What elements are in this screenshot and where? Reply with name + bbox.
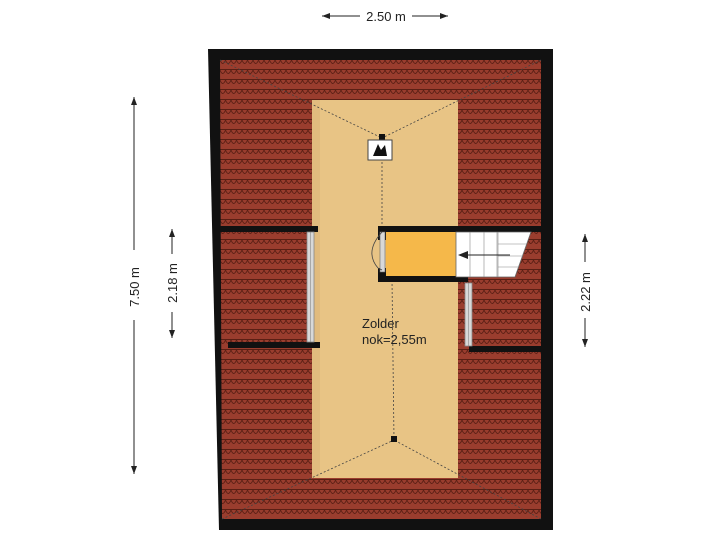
room-name: Zolder [362, 316, 400, 331]
dimension-inner-left-label: 2.18 m [165, 263, 180, 303]
left-dormer-wall-top [220, 226, 318, 232]
right-dormer-window [464, 282, 473, 347]
dimension-top-label: 2.50 m [366, 9, 406, 24]
floor-edge-left [312, 100, 320, 478]
hip-lines [219, 59, 542, 520]
landing-wall-bottom [378, 276, 468, 282]
ridge-point-bottom [391, 436, 397, 442]
landing-wall-top [378, 226, 458, 232]
stairs [455, 231, 532, 278]
fan-icon [367, 139, 393, 161]
left-dormer-window [306, 231, 315, 343]
right-dormer-wall-bottom [469, 346, 541, 352]
landing-wall-left-lower [378, 268, 386, 282]
arrow-left-icon [458, 251, 510, 259]
dimension-left-label: 7.50 m [127, 267, 142, 307]
ridge-point-top [379, 134, 385, 140]
room-ridge-height: nok=2,55m [362, 332, 427, 347]
dimension-top: 2.50 m [322, 9, 448, 24]
dimension-right: 2.22 m [578, 234, 593, 347]
right-dormer-wall-top [456, 226, 541, 232]
dimension-right-label: 2.22 m [578, 272, 593, 312]
dimension-left: 7.50 m [127, 97, 142, 474]
dimension-inner-left: 2.18 m [165, 229, 180, 338]
left-dormer-wall-bottom [228, 342, 320, 348]
stair-landing [386, 232, 456, 276]
attic-floor [312, 100, 458, 478]
door [371, 231, 386, 273]
